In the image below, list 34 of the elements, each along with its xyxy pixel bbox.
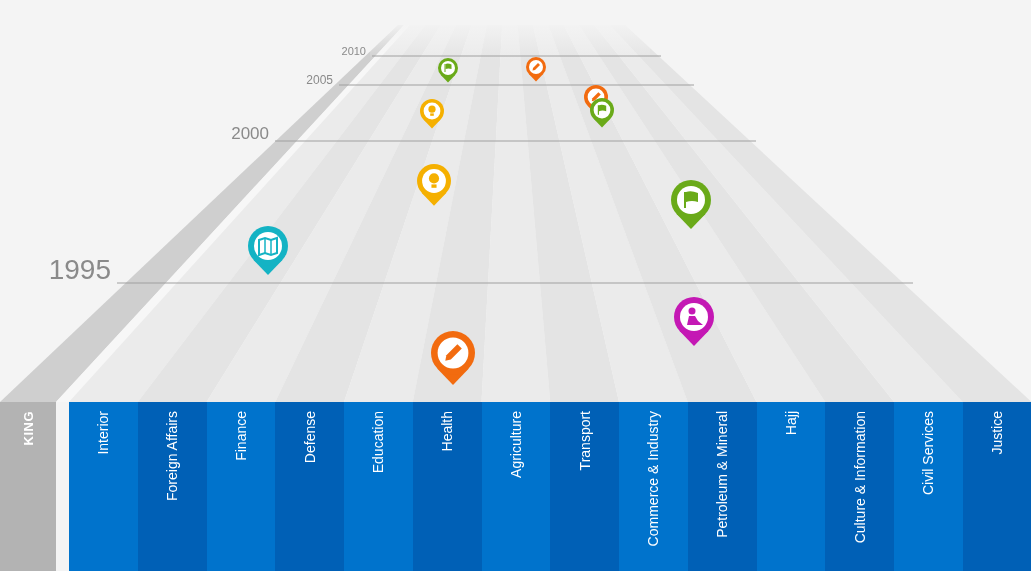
ministry-column [481,402,551,571]
ministry-column [894,402,963,571]
column-label: Interior [96,411,111,455]
ministry-column [344,402,413,571]
ministry-column [619,402,688,571]
king-column [0,402,56,571]
column-label: Civil Services [921,411,936,495]
ministry-column [137,402,207,571]
year-label: 2005 [306,73,333,86]
column-label: Commerce & Industry [646,411,661,547]
column-label: Finance [233,411,248,461]
ministry-column [825,402,894,571]
column-label: Education [371,411,386,474]
column-label: Defense [302,411,317,464]
year-label: 1995 [48,256,111,285]
column-label: Culture & Information [852,411,867,544]
ministry-column [756,402,826,571]
column-label: Agriculture [508,411,523,478]
column-label: Transport [577,411,592,471]
year-label: 2010 [341,45,366,57]
ministry-column [687,402,757,571]
ministry-column [550,402,619,571]
ministry-column [69,402,138,571]
column-label: Justice [990,411,1005,455]
ministry-column [275,402,344,571]
column-label: Foreign Affairs [165,411,180,501]
column-label: KING [21,411,35,446]
ministry-column [962,402,1031,571]
column-label: Hajj [783,411,798,436]
column-label: Health [440,411,455,452]
year-label: 2000 [231,124,269,142]
column-label: Petroleum & Mineral [715,411,730,538]
ministry-column [412,402,482,571]
ministry-column [206,402,276,571]
